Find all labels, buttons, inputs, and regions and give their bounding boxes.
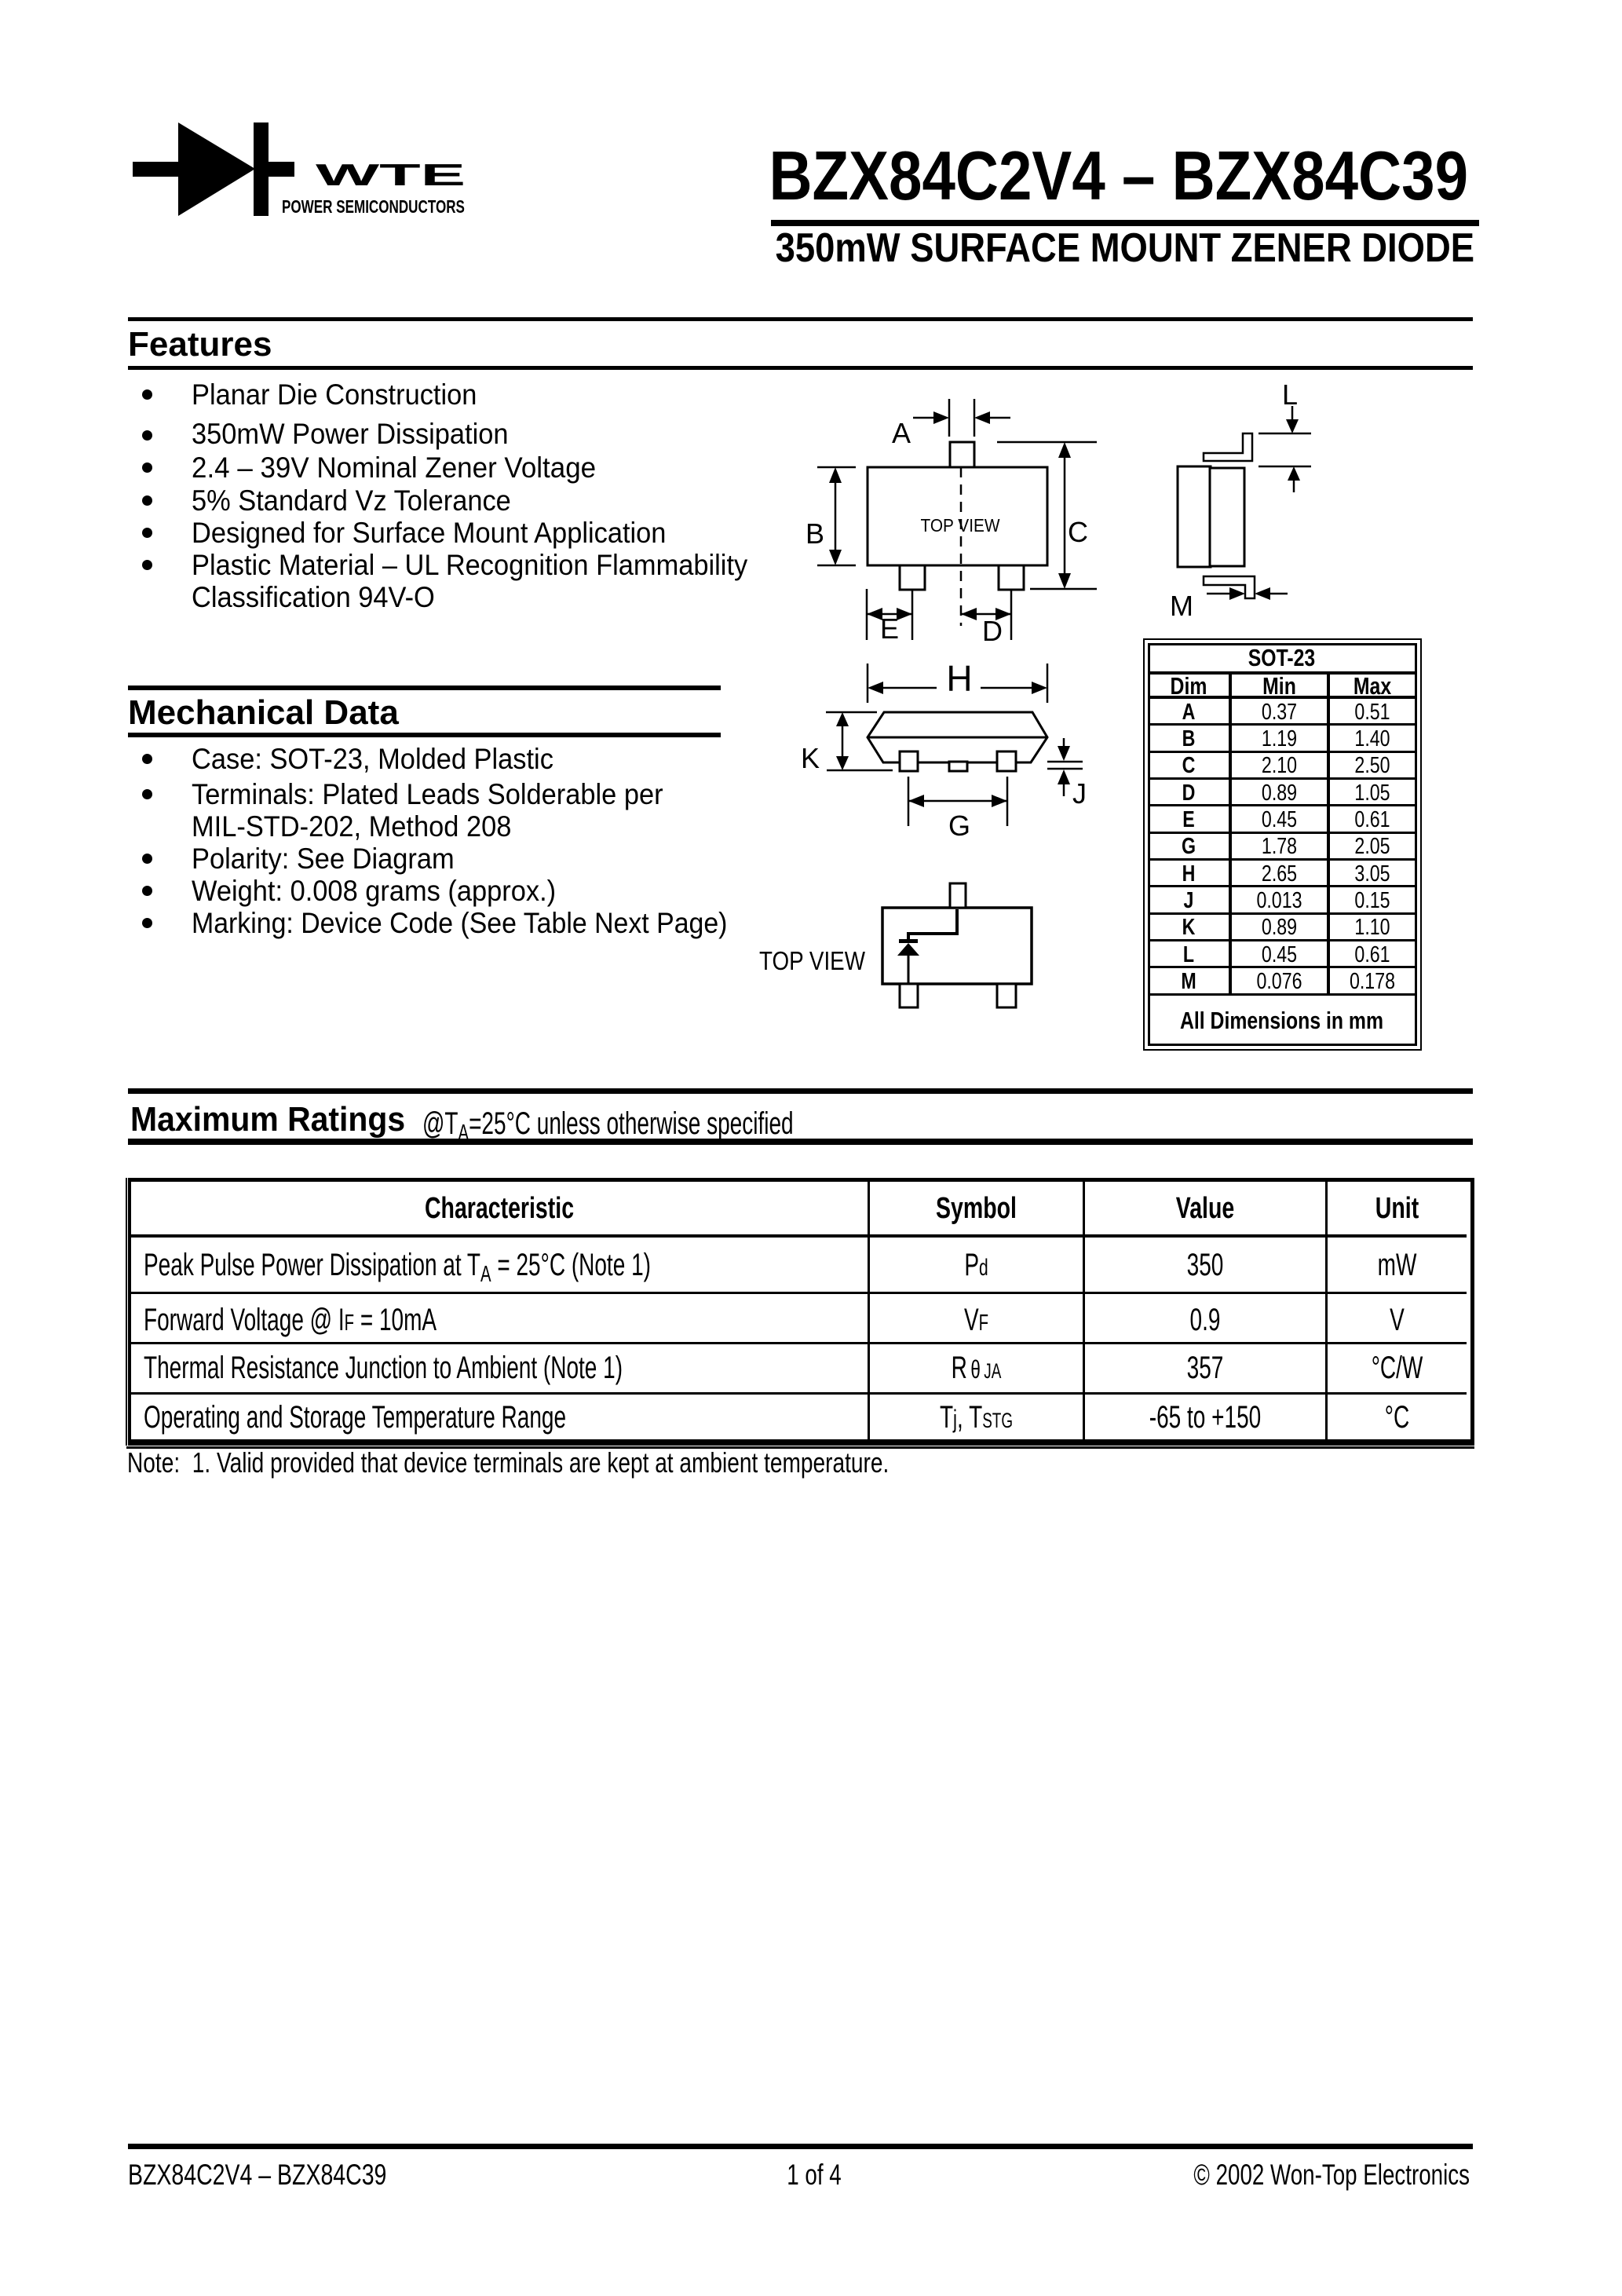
svg-text:G: G bbox=[948, 810, 970, 842]
svg-text:M: M bbox=[1170, 590, 1193, 622]
svg-text:D: D bbox=[982, 615, 1003, 647]
svg-text:L: L bbox=[1282, 378, 1298, 411]
svg-text:H: H bbox=[946, 658, 972, 699]
svg-text:K: K bbox=[801, 742, 820, 774]
svg-text:A: A bbox=[892, 417, 911, 449]
svg-text:TOP VIEW: TOP VIEW bbox=[921, 515, 1000, 536]
svg-text:C: C bbox=[1068, 516, 1088, 548]
svg-text:E: E bbox=[880, 612, 899, 645]
svg-text:J: J bbox=[1072, 777, 1087, 810]
svg-text:TOP VIEW: TOP VIEW bbox=[759, 946, 866, 975]
svg-text:WTE: WTE bbox=[316, 159, 466, 192]
svg-text:B: B bbox=[806, 517, 824, 550]
